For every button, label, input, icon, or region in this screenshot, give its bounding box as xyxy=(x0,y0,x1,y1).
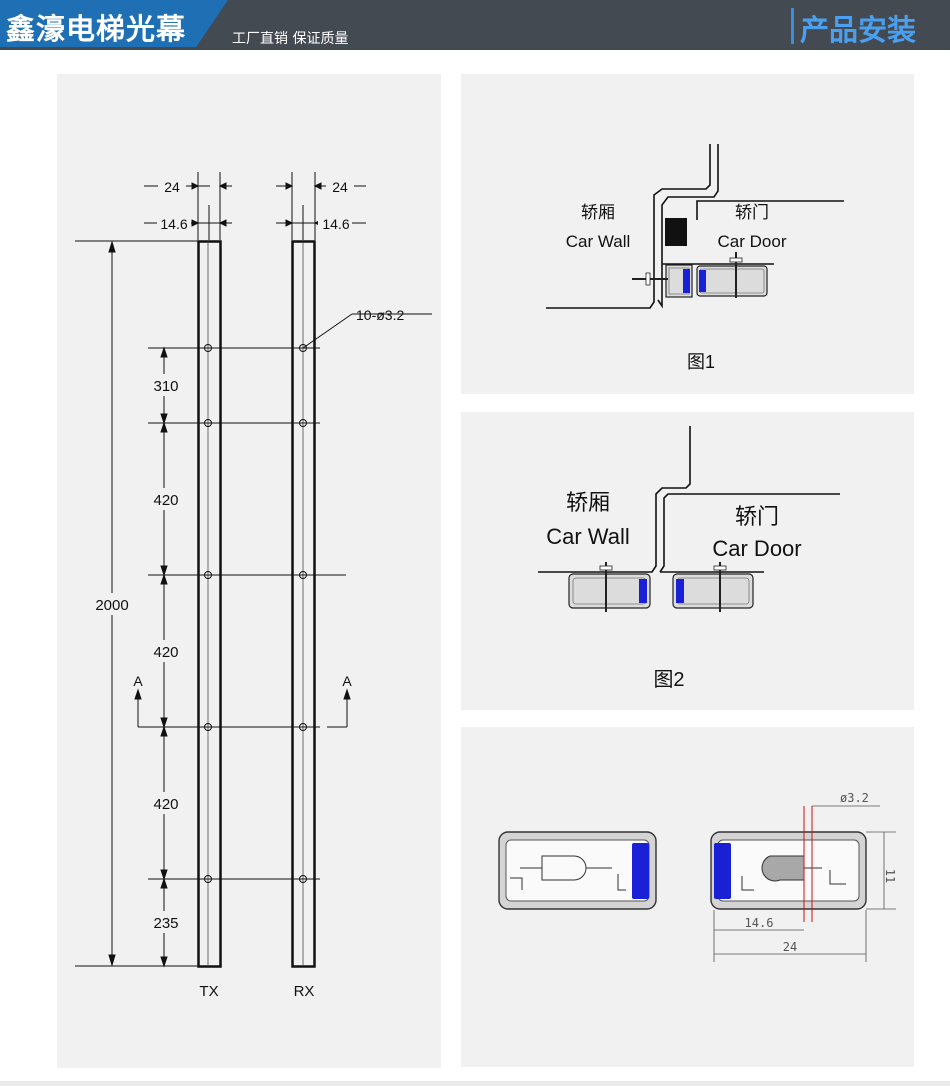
car-door-en-label: Car Door xyxy=(718,232,787,251)
section-title: 产品安装 xyxy=(800,13,917,47)
spacing-dim: 420 xyxy=(153,644,178,661)
rx-profile-fig2 xyxy=(672,562,754,612)
figure-2-drawing: 轿厢 Car Wall 轿门 Car Door 图2 xyxy=(538,426,840,691)
tx-profile-fig2 xyxy=(568,562,651,612)
figure-2-panel: 轿厢 Car Wall 轿门 Car Door 图2 xyxy=(461,412,914,710)
width-dim: 24 xyxy=(783,940,797,954)
spacing-dim: 420 xyxy=(153,796,178,813)
tx-profile-fig1 xyxy=(632,264,693,298)
figure-1-drawing: 轿厢 Car Wall 轿门 Car Door 图1 xyxy=(546,144,844,372)
car-door-cn-label: 轿门 xyxy=(735,203,769,222)
dimension-drawing: 24 14.6 24 14.6 10-ø3.2 2000 310 420 420… xyxy=(75,172,432,1000)
car-wall-cn-label: 轿厢 xyxy=(566,490,610,515)
brand-title: 鑫濠电梯光幕 xyxy=(6,12,187,46)
slogan: 工厂直销 保证质量 xyxy=(232,31,349,47)
brand-banner xyxy=(0,0,228,47)
dim-146-left: 14.6 xyxy=(160,216,187,232)
car-wall-cn-label: 轿厢 xyxy=(581,203,615,222)
section-mark-right: A xyxy=(342,673,352,689)
figure-2-caption: 图2 xyxy=(653,669,684,691)
profile-section-left xyxy=(498,831,657,910)
height-dim: 11 xyxy=(883,869,897,883)
hole-callout: 10-ø3.2 xyxy=(356,307,404,323)
hole-diameter-dim: ø3.2 xyxy=(840,791,869,805)
dim-24-left: 24 xyxy=(164,179,180,195)
spacing-dim: 420 xyxy=(153,492,178,509)
total-length-dim: 2000 xyxy=(95,597,128,614)
rx-profile-fig1 xyxy=(696,252,768,298)
car-door-en-label: Car Door xyxy=(712,536,801,561)
dimension-drawing-panel: 24 14.6 24 14.6 10-ø3.2 2000 310 420 420… xyxy=(57,74,441,1068)
car-wall-en-label: Car Wall xyxy=(566,232,631,251)
section-mark-left: A xyxy=(133,673,143,689)
profile-section-right xyxy=(710,831,867,910)
figure-1-caption: 图1 xyxy=(687,352,715,372)
section-view-drawing: ø3.2 11 14.6 24 xyxy=(498,791,897,962)
rx-label: RX xyxy=(294,983,315,1000)
section-title-bar xyxy=(791,8,794,44)
inner-width-dim: 14.6 xyxy=(745,916,774,930)
car-door-cn-label: 轿门 xyxy=(735,504,779,529)
spacing-dim: 235 xyxy=(153,915,178,932)
spacing-dim: 310 xyxy=(153,378,178,395)
section-view-panel: ø3.2 11 14.6 24 xyxy=(461,727,914,1067)
page-header: 鑫濠电梯光幕 工厂直销 保证质量 产品安装 xyxy=(0,0,950,50)
car-wall-en-label: Car Wall xyxy=(546,524,630,549)
bottom-strip xyxy=(0,1081,950,1086)
dim-24-right: 24 xyxy=(332,179,348,195)
tx-label: TX xyxy=(199,983,218,1000)
dim-146-right: 14.6 xyxy=(322,216,349,232)
figure-1-panel: 轿厢 Car Wall 轿门 Car Door 图1 xyxy=(461,74,914,394)
